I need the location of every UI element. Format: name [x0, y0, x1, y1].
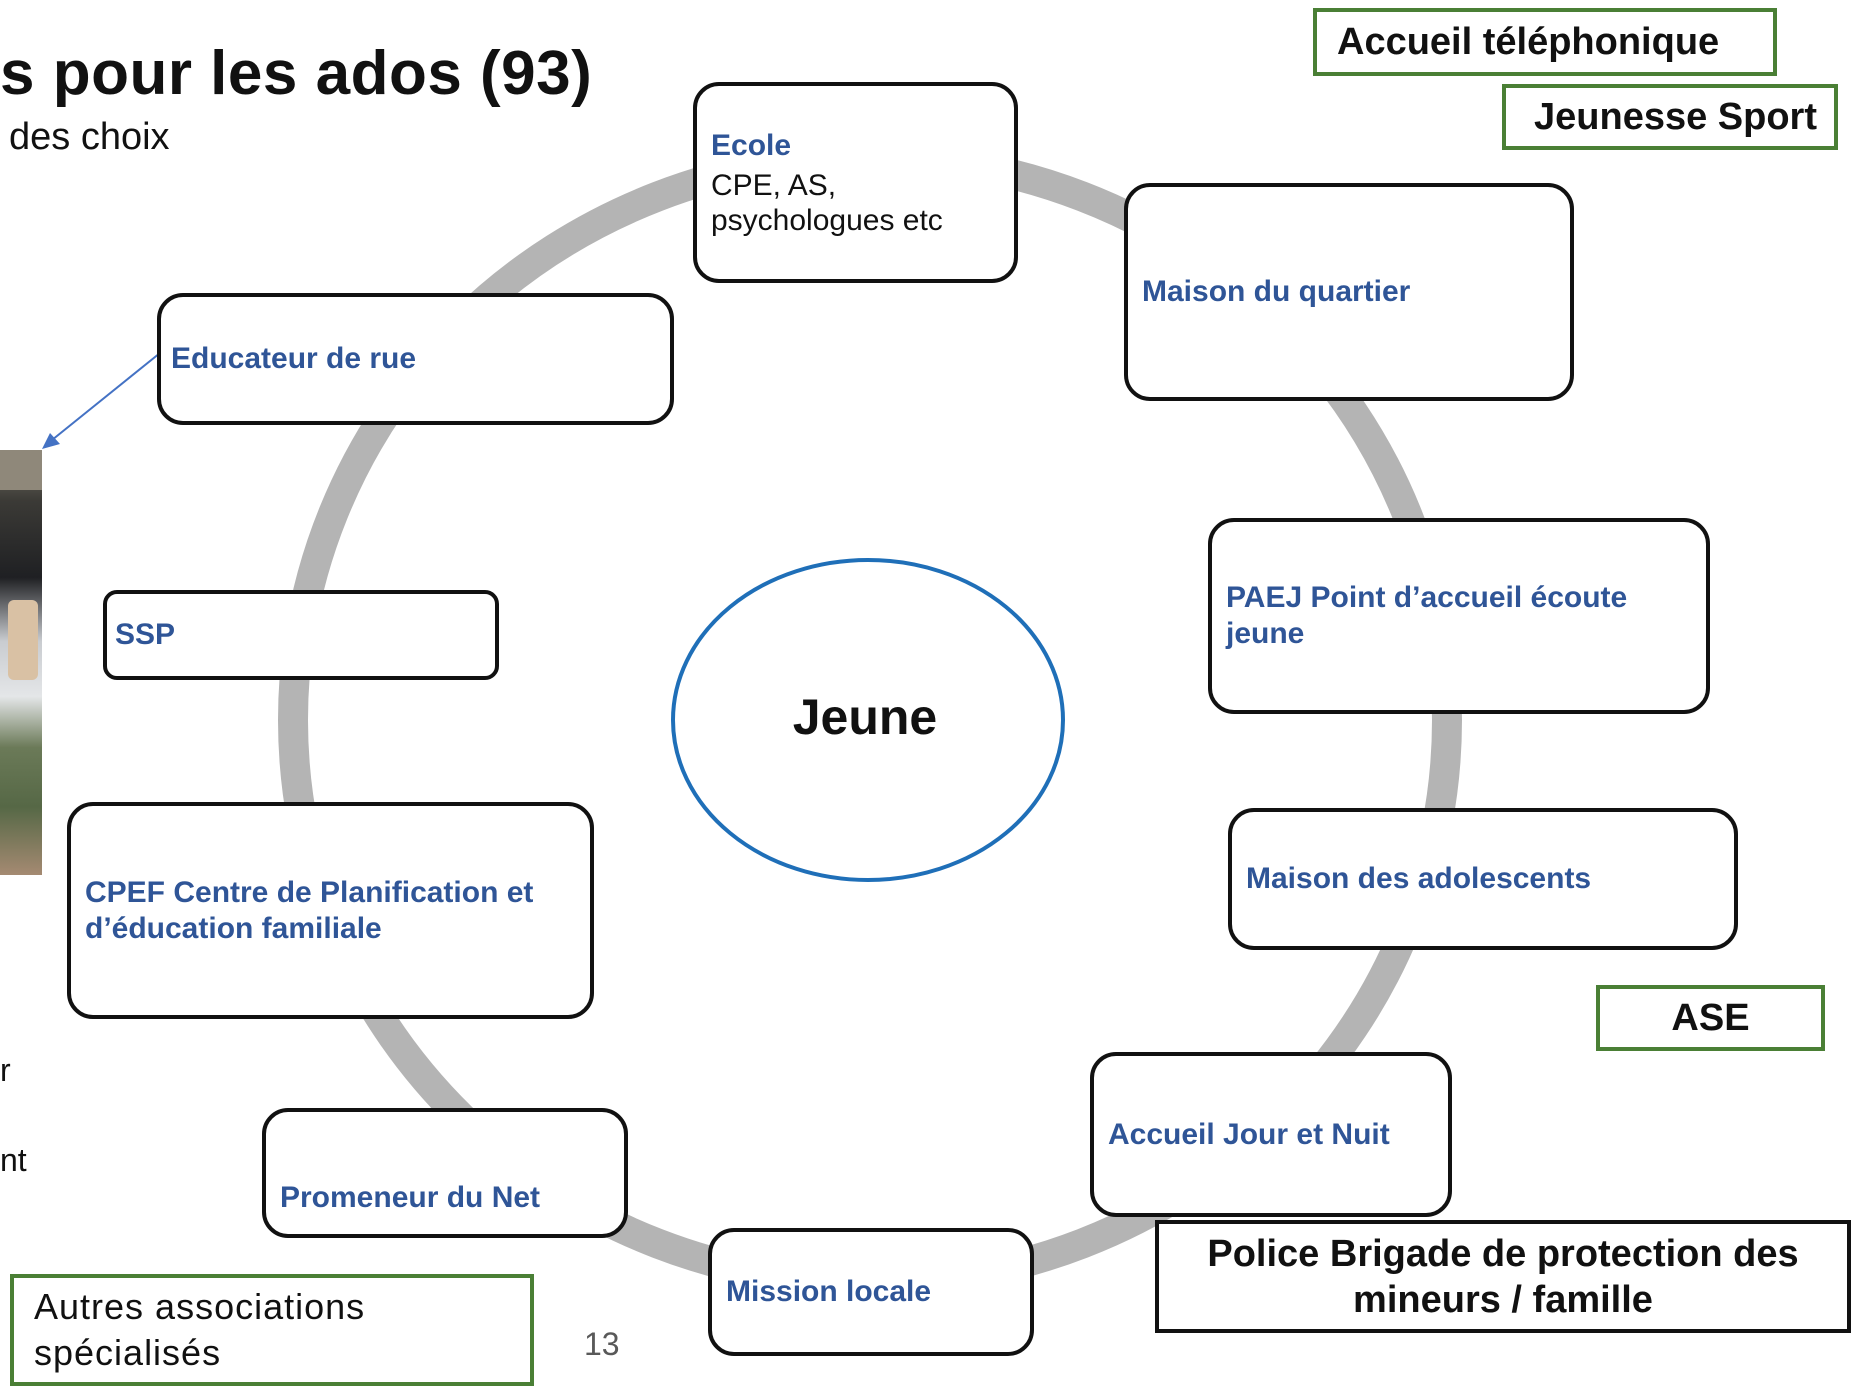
box-accueil-telephonique: Accueil téléphonique — [1313, 8, 1777, 76]
node-cpef: CPEF Centre de Planification et d’éducat… — [67, 802, 594, 1019]
node-maison-adolescents: Maison des adolescents — [1228, 808, 1738, 950]
node-promeneur-du-net-label: Promeneur du Net — [280, 1181, 541, 1214]
node-promeneur-du-net: Promeneur du Net — [262, 1108, 628, 1238]
page-subtitle: des choix — [9, 116, 170, 158]
person-photo — [0, 450, 42, 875]
box-police: Police Brigade de protection des mineurs… — [1155, 1220, 1851, 1333]
box-autres-associations: Autres associations spécialisés — [10, 1274, 534, 1386]
page-title: s pour les ados (93) — [0, 39, 593, 108]
center-label: Jeune — [792, 689, 938, 745]
node-mission-locale-label: Mission locale — [726, 1275, 932, 1308]
node-ssp-label: SSP — [115, 618, 176, 651]
fragment-r: r — [0, 1052, 11, 1088]
box-ase: ASE — [1596, 985, 1825, 1051]
page-number: 13 — [584, 1326, 620, 1362]
box-police-label: Police Brigade de protection des mineurs… — [1207, 1232, 1799, 1321]
box-jeunesse-sport-label: Jeunesse Sport — [1534, 95, 1817, 138]
node-accueil-jour-nuit: Accueil Jour et Nuit — [1090, 1052, 1452, 1217]
box-ase-label: ASE — [1671, 996, 1750, 1039]
node-paej-label: PAEJ Point d’accueil écoute jeune — [1226, 581, 1628, 650]
node-ecole: Ecole CPE, AS, psychologues etc — [693, 82, 1018, 283]
node-cpef-label: CPEF Centre de Planification et d’éducat… — [85, 875, 534, 945]
node-ecole-subtitle: CPE, AS, psychologues etc — [711, 168, 943, 237]
center-ellipse — [671, 558, 1065, 882]
arrow-line — [51, 352, 161, 441]
box-accueil-telephonique-label: Accueil téléphonique — [1337, 20, 1720, 63]
node-maison-quartier: Maison du quartier — [1124, 183, 1574, 401]
box-jeunesse-sport: Jeunesse Sport — [1502, 84, 1838, 150]
arrow-head — [42, 433, 60, 449]
fragment-nt: nt — [0, 1142, 27, 1178]
node-maison-quartier-label: Maison du quartier — [1142, 275, 1411, 308]
node-ssp: SSP — [103, 590, 499, 680]
box-autres-associations-label: Autres associations spécialisés — [34, 1286, 366, 1373]
node-educateur-de-rue: Educateur de rue — [157, 293, 674, 425]
node-educateur-de-rue-label: Educateur de rue — [171, 342, 417, 375]
node-paej: PAEJ Point d’accueil écoute jeune — [1208, 518, 1710, 714]
node-mission-locale: Mission locale — [708, 1228, 1034, 1356]
node-maison-adolescents-label: Maison des adolescents — [1246, 862, 1592, 895]
node-accueil-jour-nuit-label: Accueil Jour et Nuit — [1108, 1117, 1390, 1151]
node-ecole-title: Ecole — [711, 128, 792, 162]
